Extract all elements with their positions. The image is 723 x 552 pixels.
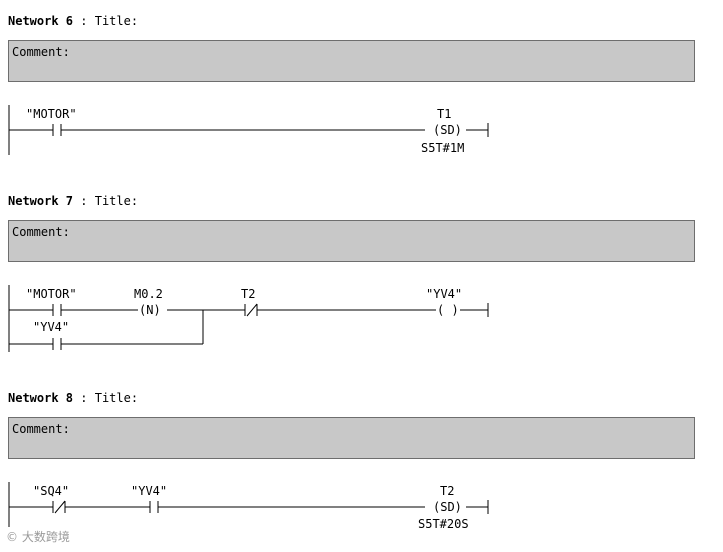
branch-contact-yv4-label: "YV4" — [33, 320, 69, 334]
network-7-title-label: : Title: — [80, 194, 139, 208]
network-8-rung: "SQ4" "YV4" T2 (SD) S5T#20S — [8, 482, 489, 531]
network-7-header: Network 7 : Title: — [8, 194, 138, 208]
network-7-rung: "MOTOR" M0.2 (N) T2 "YV4" ( ) "YV4" — [8, 285, 489, 352]
coil-sd-symbol: (SD) — [433, 123, 462, 137]
coil-sd-symbol: (SD) — [433, 500, 462, 514]
coil-t1-param: S5T#1M — [421, 141, 464, 155]
network-6-label: Network 6 — [8, 14, 74, 28]
contact-motor-label: "MOTOR" — [26, 107, 77, 121]
coil-t2-name: T2 — [440, 484, 454, 498]
coil-t1-name: T1 — [437, 107, 451, 121]
network-8-comment-box[interactable]: Comment: — [8, 417, 695, 459]
coil-t2-param: S5T#20S — [418, 517, 469, 531]
watermark: © 大数跨境 — [6, 530, 70, 544]
coil-yv4-name: "YV4" — [426, 287, 462, 301]
network-8-label: Network 8 — [8, 391, 74, 405]
network-6-comment-box[interactable]: Comment: — [8, 40, 695, 82]
contact-yv4-label: "YV4" — [131, 484, 167, 498]
network-6-comment-label: Comment: — [12, 45, 70, 59]
network-6-header: Network 6 : Title: — [8, 14, 138, 28]
network-7-label: Network 7 — [8, 194, 74, 208]
nc-contact-slash — [246, 303, 258, 317]
coil-output-symbol: ( ) — [437, 303, 459, 317]
edge-n-symbol: (N) — [139, 303, 161, 317]
network-6-rung: "MOTOR" T1 (SD) S5T#1M — [8, 105, 489, 155]
edge-m02-name: M0.2 — [134, 287, 163, 301]
contact-sq4-label: "SQ4" — [33, 484, 69, 498]
network-6-title-label: : Title: — [80, 14, 139, 28]
contact-motor-label: "MOTOR" — [26, 287, 77, 301]
nc-contact-slash — [54, 500, 66, 514]
network-8-title-label: : Title: — [80, 391, 139, 405]
network-7-comment-box[interactable]: Comment: — [8, 220, 695, 262]
network-8-header: Network 8 : Title: — [8, 391, 138, 405]
network-8-comment-label: Comment: — [12, 422, 70, 436]
network-7-comment-label: Comment: — [12, 225, 70, 239]
contact-t2-label: T2 — [241, 287, 255, 301]
